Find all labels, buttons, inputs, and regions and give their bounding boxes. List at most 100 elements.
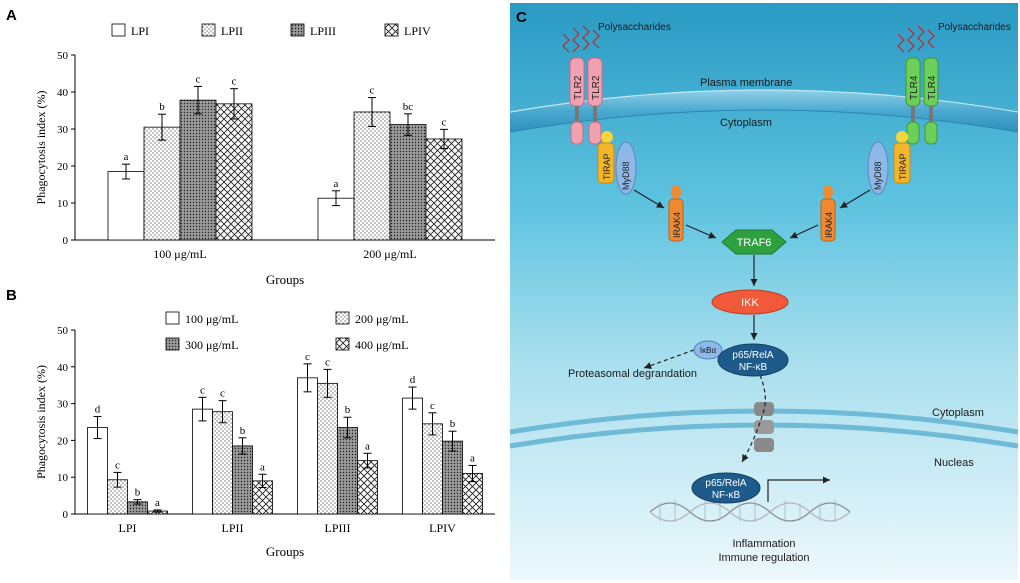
significance-label: a: [365, 440, 370, 452]
immune-regulation-label: Immune regulation: [718, 552, 809, 564]
legend-swatch: [384, 23, 399, 37]
y-tick-label: 0: [63, 235, 69, 247]
x-tick-label: LPII: [222, 521, 244, 535]
bar: [422, 423, 443, 515]
polysaccharides-right-label: Polysaccharides: [938, 22, 1011, 33]
panel-c-letter: C: [516, 9, 527, 26]
bar: [212, 411, 233, 515]
pathway-arrows: [633, 189, 871, 502]
legend-label: LPIV: [404, 24, 431, 38]
x-tick-label: LPIII: [325, 521, 351, 535]
arrow-transcription: [767, 476, 830, 502]
panel-c-diagram: C Plasma membrane Cytoplasm Cytoplasm Nu…: [509, 3, 1019, 580]
tlr4-label-a: TLR4: [909, 75, 920, 100]
legend-swatch: [335, 337, 350, 351]
y-tick-label: 40: [57, 362, 69, 374]
significance-label: b: [345, 404, 351, 416]
y-tick-label: 50: [57, 325, 69, 337]
significance-label: b: [450, 418, 456, 430]
legend-swatch: [165, 311, 180, 325]
arrow-myd88-right-to-irak4: [839, 189, 871, 209]
plasma-membrane-outline-bottom: [509, 109, 1019, 133]
legend-swatch: [201, 23, 216, 37]
y-tick-label: 30: [57, 399, 69, 411]
tlr4-label-b: TLR4: [927, 75, 938, 100]
nfkb-nucleus-line2: NF-κB: [712, 490, 741, 501]
significance-label: c: [115, 459, 120, 471]
tlr4-receptor: TLR4 TLR4: [897, 25, 939, 145]
significance-label: c: [220, 388, 225, 400]
dna-helix: [649, 500, 851, 522]
significance-label: d: [95, 403, 101, 415]
tlr2-receptor: TLR2 TLR2: [562, 25, 603, 145]
significance-label: c: [305, 351, 310, 363]
significance-label: b: [135, 487, 141, 499]
significance-label: c: [200, 384, 205, 396]
y-axis-label: Phagocytosis index (%): [34, 365, 48, 479]
significance-label: a: [155, 497, 160, 509]
x-axis-label: Groups: [266, 272, 304, 287]
x-tick-label: 100 μg/mL: [153, 247, 206, 261]
bar: [357, 460, 378, 515]
significance-label: b: [240, 425, 246, 437]
bar: [87, 427, 108, 515]
bar: [402, 397, 423, 515]
significance-label: c: [196, 73, 201, 85]
arrow-myd88-left-to-irak4: [633, 189, 665, 209]
tirap-left-label: TIRAP: [602, 153, 612, 180]
legend-label: LPI: [131, 24, 149, 38]
significance-label: a: [124, 151, 129, 163]
significance-label: c: [325, 356, 330, 368]
irak4-right-label: IRAK4: [824, 212, 834, 238]
bar: [192, 408, 213, 515]
polysaccharides-left-label: Polysaccharides: [598, 22, 671, 33]
myd88-left-label: MyD88: [621, 161, 631, 190]
bar: [442, 440, 463, 515]
panel-a-letter: A: [6, 7, 17, 24]
arrow-irak4-right-to-traf6: [789, 224, 819, 239]
arrow-ikba-to-proteasome: [643, 349, 695, 369]
y-tick-label: 10: [57, 472, 69, 484]
legend-label: 300 μg/mL: [185, 338, 238, 352]
nfkb-nucleus-node: [691, 472, 761, 504]
significance-label: d: [410, 374, 416, 386]
ikba-label: IκBα: [700, 346, 717, 355]
y-tick-label: 10: [57, 198, 69, 210]
tlr2-label-b: TLR2: [591, 75, 602, 100]
legend-label: LPIII: [310, 24, 336, 38]
nfkb-cytoplasm-line2: NF-κB: [739, 362, 768, 373]
bar: [425, 138, 463, 241]
ikba-node: [693, 340, 723, 360]
significance-label: bc: [403, 101, 414, 113]
nucleus-label: Nucleas: [934, 457, 974, 469]
significance-label: a: [334, 178, 339, 190]
legend-swatch: [111, 23, 126, 37]
x-tick-label: LPIV: [429, 521, 456, 535]
significance-label: b: [159, 101, 165, 113]
plasma-membrane: [510, 90, 1018, 132]
y-tick-label: 30: [57, 124, 69, 136]
significance-label: a: [260, 461, 265, 473]
ikk-label: IKK: [741, 297, 759, 309]
x-tick-label: 200 μg/mL: [363, 247, 416, 261]
y-tick-label: 20: [57, 435, 69, 447]
left-adaptors: TIRAP MyD88 IRAK4: [597, 131, 684, 242]
irak4-left-label: IRAK4: [672, 212, 682, 238]
legend-label: 100 μg/mL: [185, 312, 238, 326]
y-tick-label: 40: [57, 87, 69, 99]
bar: [215, 103, 253, 241]
legend-label: LPII: [221, 24, 243, 38]
right-adaptors: TIRAP MyD88 IRAK4: [820, 131, 911, 242]
legend-swatch: [335, 311, 350, 325]
significance-label: c: [430, 400, 435, 412]
plasma-membrane-label: Plasma membrane: [700, 77, 792, 89]
arrow-irak4-left-to-traf6: [685, 224, 717, 239]
tlr2-label-a: TLR2: [573, 75, 584, 100]
bar: [232, 445, 253, 515]
tirap-right-label: TIRAP: [898, 153, 908, 180]
legend-swatch: [165, 337, 180, 351]
